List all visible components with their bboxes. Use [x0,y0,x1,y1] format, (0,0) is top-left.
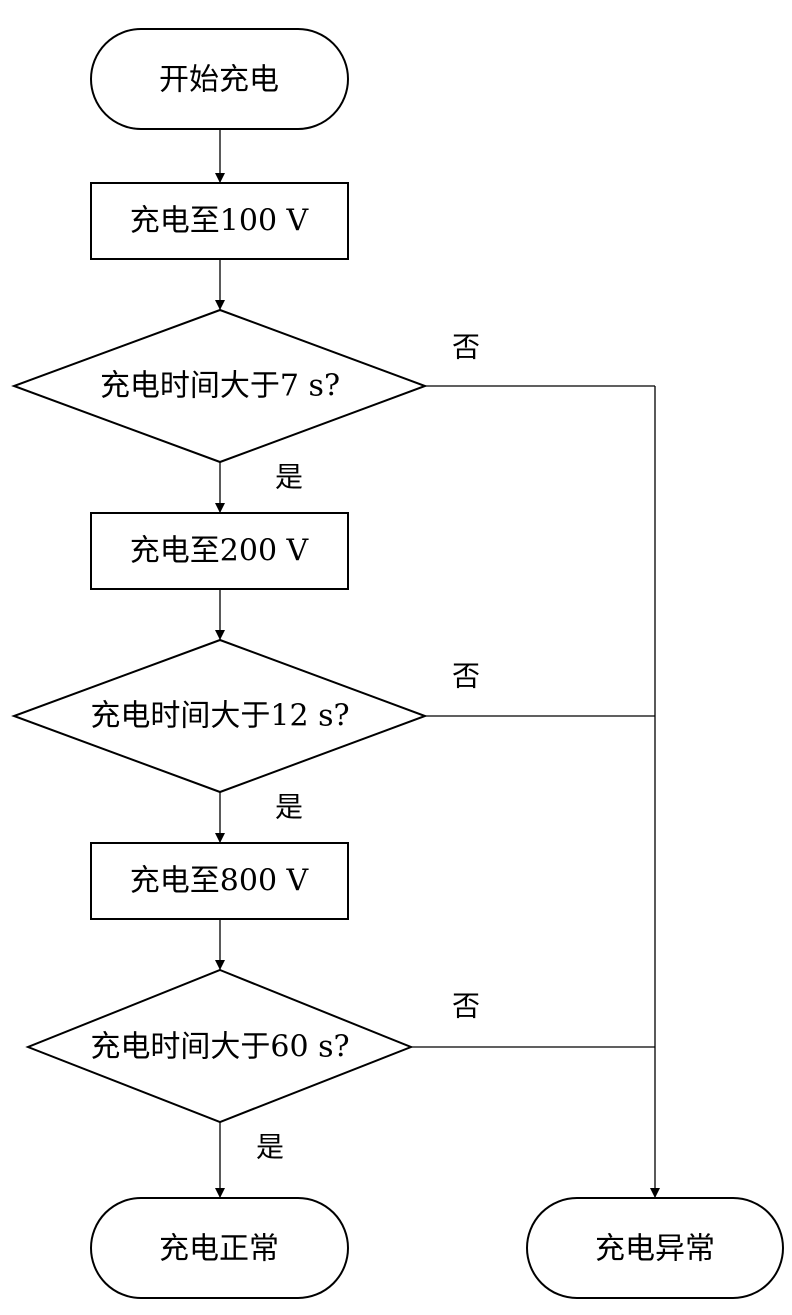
decision-check-12s-label: 充电时间大于12 s? [90,699,349,734]
decision-check-12s [11,638,428,794]
edge-label-yes-3: 是 [256,1131,284,1164]
edge-label-yes-2: 是 [275,791,303,824]
process-charge-800 [90,842,349,920]
edge-label-no-1: 否 [452,331,480,364]
edge-label-no-2: 否 [452,660,480,693]
end-normal-terminal [90,1197,349,1299]
decision-check-60s [25,968,414,1124]
arrowhead-charge-200-to-check-12s [215,630,225,640]
process-charge-200 [90,512,349,590]
process-charge-100-label: 充电至100 V [130,204,310,239]
process-charge-100 [90,182,349,260]
arrowhead-charge-800-to-check-60s [215,960,225,970]
arrowhead-to-end-abnormal [650,1188,660,1198]
end-abnormal-terminal-label: 充电异常 [595,1232,715,1267]
decision-check-7s-label: 充电时间大于7 s? [100,369,340,404]
edge-label-yes-1: 是 [275,461,303,494]
decision-check-60s-label: 充电时间大于60 s? [90,1030,349,1065]
arrowhead-start-to-charge-100 [215,173,225,183]
start-terminal [90,28,349,130]
arrowhead-charge-100-to-check-7s [215,300,225,310]
start-terminal-label: 开始充电 [159,63,279,98]
end-normal-terminal-label: 充电正常 [159,1232,279,1267]
arrowhead-check-12s-to-charge-800 [215,833,225,843]
edge-label-no-3: 否 [452,990,480,1023]
arrowhead-check-7s-to-charge-200 [215,503,225,513]
decision-check-7s [11,308,428,464]
end-abnormal-terminal [526,1197,784,1299]
process-charge-800-label: 充电至800 V [130,864,310,899]
arrowhead-check-60s-to-end-normal [215,1188,225,1198]
process-charge-200-label: 充电至200 V [130,534,310,569]
